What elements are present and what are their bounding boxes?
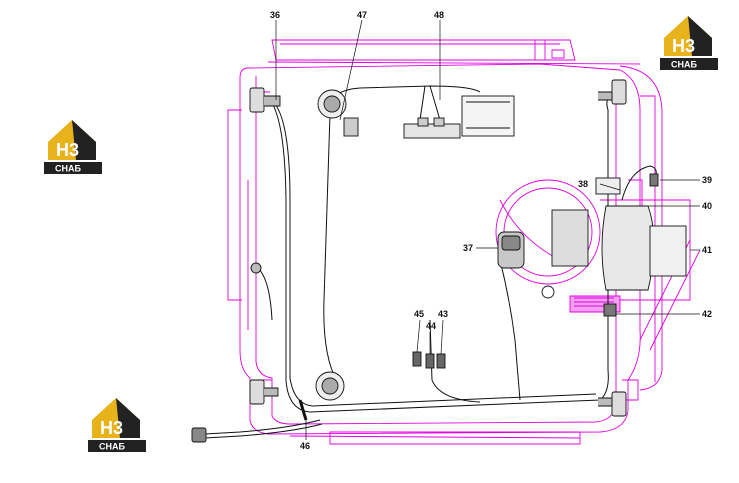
logo-word: CHAБ [671,60,697,70]
logo-mark: H3 [100,418,123,438]
logo-top-right: H3 CHAБ [658,10,720,70]
plug-46 [191,427,207,443]
switch-box-38 [595,177,621,195]
logo-mark: H3 [672,36,695,56]
callout-36: 36 [270,10,280,20]
wiring-harness [204,85,657,439]
logo-word: CHAБ [99,442,125,452]
plug-39 [649,173,659,187]
connector-45 [412,351,422,367]
callout-40: 40 [702,201,712,211]
callout-39: 39 [702,175,712,185]
lamp-bottom-right [611,391,627,417]
callout-labels: 36 47 48 39 38 40 37 41 45 44 43 42 46 [270,10,712,451]
callout-45: 45 [414,309,424,319]
panel-41 [601,205,655,291]
logo-bottom-left: H3 CHAБ [86,392,148,452]
callout-43: 43 [438,309,448,319]
logo-mark: H3 [56,140,79,160]
logo-left: H3 CHAБ [42,114,104,174]
connector-44 [425,353,435,369]
logo-word: CHAБ [55,164,81,174]
callout-38: 38 [578,179,588,189]
callout-47: 47 [357,10,367,20]
lamp-top-right [611,79,627,105]
callout-46: 46 [300,441,310,451]
components [191,79,687,443]
callout-42: 42 [702,309,712,319]
connector-43 [436,353,446,369]
connector-42 [603,303,617,317]
lamp-bottom-left [249,379,265,405]
connector-block-48 [461,95,515,137]
callout-41: 41 [702,245,712,255]
wheel-hub [551,209,589,267]
callout-37: 37 [463,243,473,253]
lamp-top-left [249,87,265,113]
callout-48: 48 [434,10,444,20]
callout-44: 44 [426,321,436,331]
leader-lines [275,19,700,440]
